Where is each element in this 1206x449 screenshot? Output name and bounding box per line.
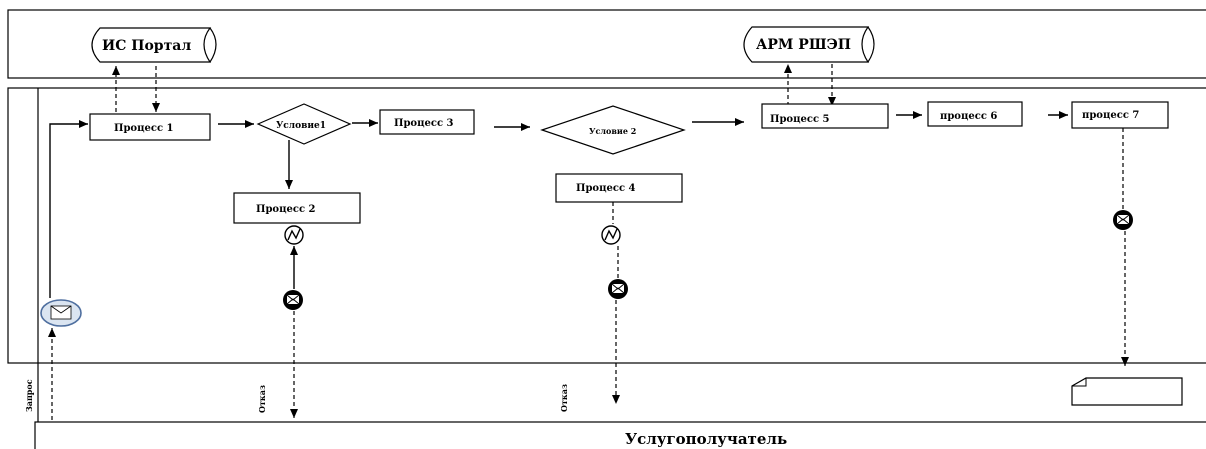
message-end-icon	[1113, 210, 1133, 230]
condition-1-label: Условие1	[276, 121, 326, 131]
process-4-label: Процесс 4	[576, 183, 636, 194]
process-1-box	[89, 113, 211, 141]
process-1-label: Процесс 1	[114, 123, 173, 134]
process-4-box	[555, 173, 683, 203]
process-7-label: процесс 7	[1082, 110, 1139, 121]
message-end-icon	[283, 290, 303, 310]
document-icon	[1071, 377, 1183, 406]
envelope-start-icon	[40, 299, 82, 327]
refusal-1-vertical-label: Отказ	[257, 385, 267, 413]
arm-label: АРМ РШЭП	[756, 37, 851, 53]
recipient-lane	[34, 421, 1206, 449]
condition-2-label: Условие 2	[589, 126, 636, 136]
process-6-label: процесс 6	[940, 111, 997, 122]
process-6-box	[927, 101, 1023, 127]
recipient-label: Услугополучатель	[625, 430, 787, 448]
condition-1-diamond	[256, 103, 352, 145]
process-2-box	[233, 192, 361, 224]
process-7-box	[1071, 101, 1169, 129]
message-end-icon	[608, 279, 628, 299]
process-5-label: Процесс 5	[770, 114, 830, 125]
condition-2-diamond	[540, 105, 686, 155]
arm-datastore: АРМ РШЭП	[743, 26, 875, 63]
portal-datastore: ИС Портал	[91, 27, 217, 63]
link-event-icon	[284, 225, 304, 245]
portal-label: ИС Портал	[102, 38, 191, 54]
request-vertical-label: Запрос	[24, 379, 34, 412]
process-3-label: Процесс 3	[394, 118, 454, 129]
refusal-2-vertical-label: Отказ	[559, 384, 569, 412]
process-5-box	[761, 103, 889, 129]
start-to-process1-arrow	[49, 120, 88, 298]
link-event-icon	[601, 225, 621, 245]
process-2-label: Процесс 2	[256, 204, 316, 215]
systems-lane	[7, 9, 1206, 79]
process-3-box	[379, 109, 475, 135]
